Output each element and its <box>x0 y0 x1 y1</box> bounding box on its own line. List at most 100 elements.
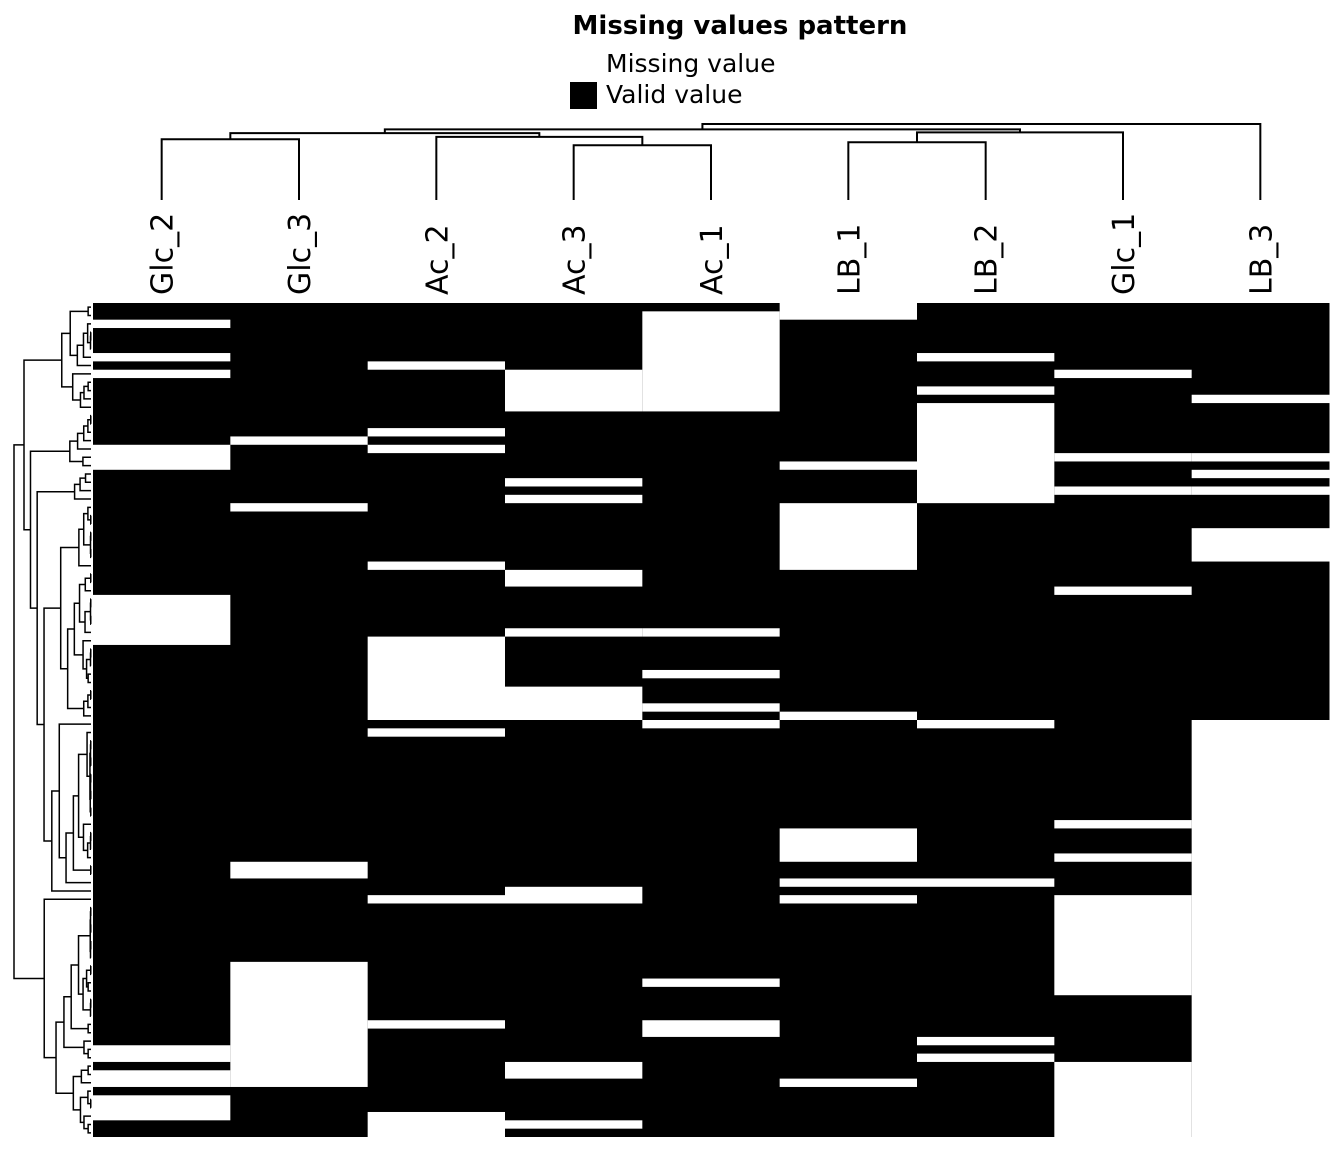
col-dendro-link-0 <box>160 138 300 200</box>
cell-block-missing-Glc_2 <box>93 319 231 329</box>
legend-label-missing: Missing value <box>606 49 775 78</box>
cell-block-missing-LB_1 <box>779 878 918 887</box>
cell-block-missing-LB_1 <box>779 828 918 862</box>
cell-block-missing-Glc_2 <box>93 1045 231 1062</box>
cell-block-missing-Glc_2 <box>93 353 231 362</box>
cell-block-missing-Ac_3 <box>505 494 643 504</box>
cell-block-missing-Ac_2 <box>367 895 506 904</box>
col-dendro-link-3 <box>435 135 644 200</box>
cell-block-missing-LB_3 <box>1191 469 1330 479</box>
cell-block-valid-Glc_1 <box>1054 303 1193 1137</box>
col-dendro-link-7 <box>701 123 1262 200</box>
cell-block-missing-Glc_3 <box>230 861 369 879</box>
row-dendro-link-96 <box>23 359 62 531</box>
cell-block-missing-Ac_2 <box>367 636 506 720</box>
column-label-Glc_1: Glc_1 <box>1107 213 1142 295</box>
row-dendro-link-84 <box>63 996 84 1049</box>
cell-block-missing-LB_1 <box>779 303 918 320</box>
cell-block-missing-Glc_3 <box>230 503 369 512</box>
cell-block-missing-Ac_2 <box>367 1020 506 1029</box>
cell-block-missing-Ac_3 <box>505 569 643 587</box>
cell-block-missing-Ac_1 <box>642 628 781 637</box>
cell-block-missing-LB_2 <box>917 878 1055 887</box>
row-dendro-link-36 <box>87 306 91 317</box>
column-label-LB_1: LB_1 <box>832 224 867 295</box>
cell-block-missing-Ac_3 <box>505 628 643 637</box>
row-dendro-link-79 <box>80 1069 91 1084</box>
cell-block-missing-Glc_1 <box>1054 895 1193 996</box>
column-label-Glc_3: Glc_3 <box>283 213 318 295</box>
column-label-Glc_2: Glc_2 <box>146 213 181 295</box>
cell-block-missing-LB_3 <box>1191 394 1330 404</box>
row-dendro-link-37 <box>87 381 91 392</box>
cell-block-missing-LB_1 <box>779 711 918 720</box>
cell-block-missing-LB_3 <box>1191 528 1330 562</box>
cell-block-missing-Glc_2 <box>93 369 231 379</box>
column-label-LB_2: LB_2 <box>970 224 1005 295</box>
row-dendro-link-78 <box>66 628 84 710</box>
row-dendro-link-40 <box>87 981 91 992</box>
cell-block-missing-LB_1 <box>779 895 918 904</box>
cell-block-missing-Glc_1 <box>1054 486 1193 495</box>
cell-block-missing-Glc_1 <box>1054 1061 1193 1137</box>
cell-block-missing-Glc_1 <box>1054 820 1193 829</box>
cell-block-missing-Ac_3 <box>505 1061 643 1079</box>
row-dendro-link-69 <box>84 473 91 484</box>
row-dendro-link-75 <box>73 602 84 656</box>
cell-block-missing-Ac_2 <box>367 444 506 454</box>
heatmap-cells <box>93 303 1330 1137</box>
cell-block-missing-LB_1 <box>779 503 918 570</box>
cell-block-missing-LB_3 <box>1191 486 1330 495</box>
row-dendro-link-56 <box>79 391 91 408</box>
column-label-Ac_3: Ac_3 <box>558 224 593 295</box>
row-dendro-link-38 <box>87 673 91 684</box>
cell-block-missing-Glc_1 <box>1054 453 1193 462</box>
cell-block-missing-Ac_2 <box>367 361 506 370</box>
cell-block-missing-Ac_1 <box>642 720 781 729</box>
cell-block-missing-Ac_3 <box>505 886 643 904</box>
col-dendro-link-2 <box>847 141 987 200</box>
row-dendro-link-66 <box>78 528 91 567</box>
cell-block-missing-Glc_2 <box>93 1095 231 1121</box>
cell-block-missing-Ac_1 <box>642 703 781 712</box>
row-dendro-link-42 <box>87 1023 91 1034</box>
legend-swatch-missing <box>570 51 597 78</box>
cell-block-missing-Ac_1 <box>642 311 781 412</box>
row-dendro-link-86 <box>58 723 91 859</box>
cell-block-missing-Glc_3 <box>230 436 369 445</box>
row-dendro-link-35 <box>89 752 91 800</box>
cell-block-missing-Glc_2 <box>93 594 231 645</box>
cell-block-missing-Ac_3 <box>505 369 643 412</box>
column-label-Ac_2: Ac_2 <box>420 224 455 295</box>
row-dendro-link-83 <box>70 964 89 1030</box>
legend-label-valid: Valid value <box>606 80 742 109</box>
col-dendro-link-1 <box>572 144 712 200</box>
row-dendro-link-94 <box>29 450 70 609</box>
cell-block-missing-LB_2 <box>917 403 1055 504</box>
cell-block-missing-LB_1 <box>779 461 918 470</box>
row-dendro-link-92 <box>82 456 91 467</box>
chart-title: Missing values pattern <box>573 11 908 41</box>
cell-block-missing-Glc_1 <box>1054 586 1193 595</box>
cell-block-missing-Ac_3 <box>505 686 643 720</box>
row-dendro-link-98 <box>13 444 45 980</box>
row-dendrogram <box>13 306 92 1134</box>
row-dendro-link-43 <box>87 1048 91 1059</box>
legend-swatch-valid <box>570 82 597 109</box>
cell-block-missing-Ac_2 <box>367 1111 506 1137</box>
cell-block-missing-LB_2 <box>917 386 1055 395</box>
cell-block-missing-Ac_3 <box>505 1120 643 1129</box>
cell-block-missing-LB_2 <box>917 1053 1055 1062</box>
cell-block-missing-LB_2 <box>917 1036 1055 1046</box>
cell-block-missing-Glc_1 <box>1054 369 1193 379</box>
cell-block-missing-Ac_3 <box>505 478 643 487</box>
cell-block-missing-LB_3 <box>1191 453 1330 462</box>
column-label-Ac_1: Ac_1 <box>695 224 730 295</box>
row-dendro-link-95 <box>61 332 73 388</box>
cell-block-missing-Glc_2 <box>93 444 231 470</box>
row-dendro-link-93 <box>69 440 83 463</box>
cell-block-valid-Glc_2 <box>93 303 231 1137</box>
row-dendro-link-68 <box>72 795 91 871</box>
legend: Missing value Valid value <box>570 49 775 109</box>
